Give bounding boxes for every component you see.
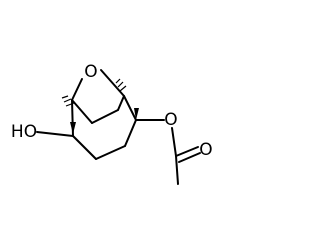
carbonyl-oxygen-label: O — [199, 140, 212, 160]
bond-c8-oh — [36, 131, 74, 137]
stereo-bond-ester-carbon — [134, 108, 139, 120]
bond-carbonyl-double-2 — [178, 152, 201, 163]
bond-c3-c4 — [71, 99, 93, 124]
bond-o-ester-c-carbonyl — [171, 127, 177, 157]
bond-o-ring-c1 — [100, 69, 125, 97]
bond-c5-c6 — [124, 119, 137, 147]
stereo-hash-bond-c1 — [115, 78, 127, 92]
bond-c2-c3 — [91, 109, 119, 124]
structure-canvas: O O O HO — [11, 62, 213, 185]
ester-oxygen-label: O — [164, 110, 177, 130]
bond-c1-c2 — [117, 95, 125, 111]
hydroxyl-label: HO — [11, 122, 37, 142]
ring-oxygen-label: O — [84, 62, 97, 82]
bond-c-carbonyl-methyl — [175, 155, 179, 185]
bond-c7-c8 — [72, 135, 97, 160]
bond-c1-c5 — [123, 95, 137, 121]
stereo-bond-hydroxyl-carbon — [70, 122, 76, 134]
bond-c6-c7 — [95, 145, 126, 160]
stereo-hash-bond-c4 — [61, 95, 75, 107]
bond-carbonyl-double-1 — [175, 146, 199, 157]
bond-c4-o-ring — [71, 78, 83, 101]
molecule-diagram: O O O HO — [11, 62, 213, 185]
